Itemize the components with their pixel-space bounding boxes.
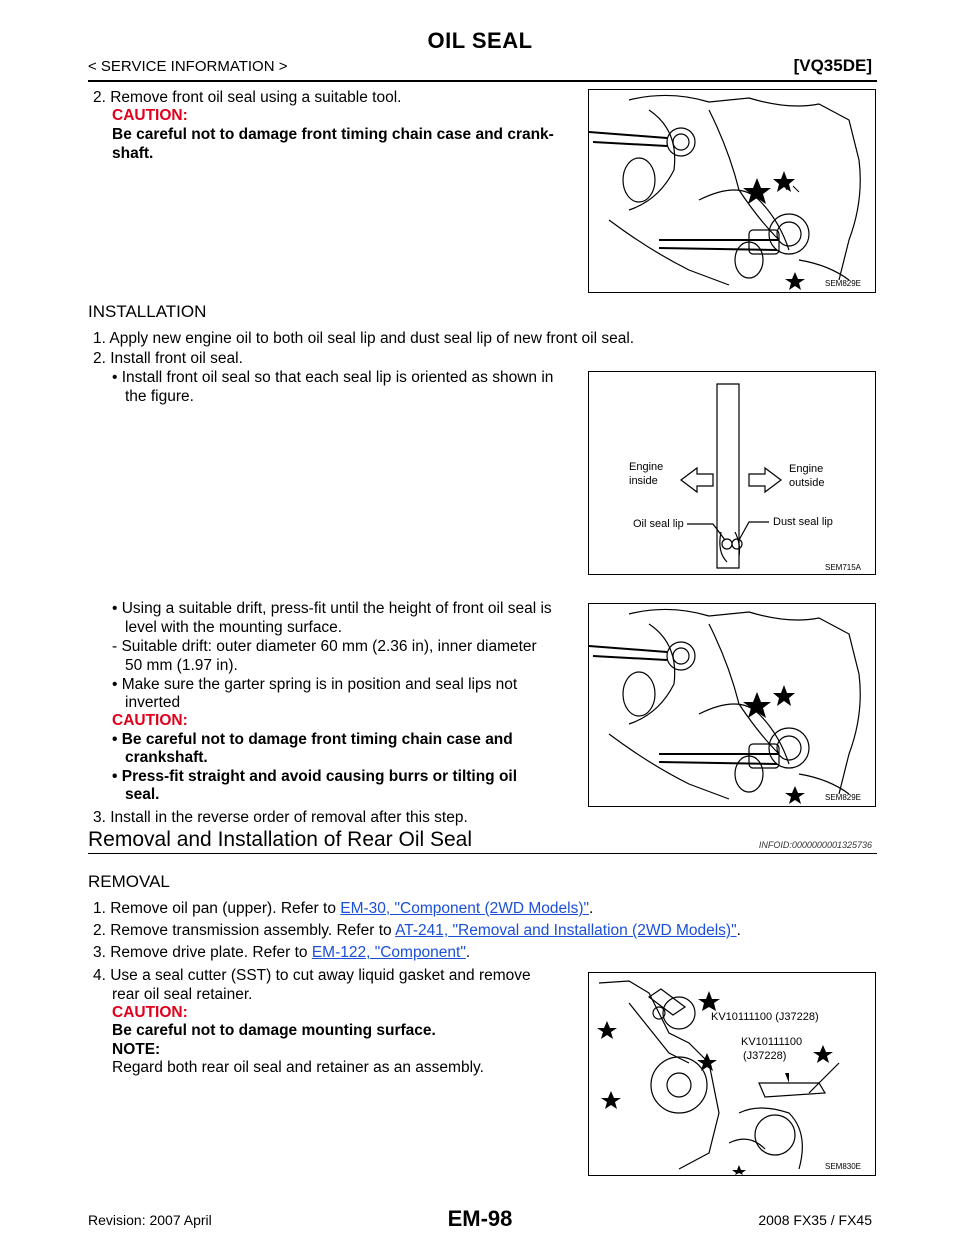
link-em-30[interactable]: EM-30, "Component (2WD Models)" [340, 900, 590, 917]
note-label: NOTE: [112, 1041, 161, 1058]
figure-4-code: SEM830E [825, 1162, 861, 1171]
rear-section-heading: Removal and Installation of Rear Oil Sea… [88, 828, 473, 851]
rear-step-3-suffix: . [465, 944, 471, 961]
label-oil-seal-lip: Oil seal lip [633, 518, 684, 530]
figure-seal-lip-orientation: Engine inside Engine outside Oil seal li… [588, 371, 876, 575]
install-dash-1a: - Suitable drift: outer diameter 60 mm (… [112, 638, 537, 655]
link-em-122[interactable]: EM-122, "Component" [311, 944, 466, 961]
rear-step-3-text: 3. Remove drive plate. Refer to [93, 944, 312, 961]
rear-caution-label: CAUTION: [112, 1004, 188, 1021]
install-caution-b2b: seal. [125, 786, 160, 803]
rear-step-2-text: 2. Remove transmission assembly. Refer t… [93, 922, 396, 939]
engine-code: [VQ35DE] [793, 56, 872, 75]
engine-illustration-1: SEM829E [588, 94, 861, 290]
tool-label-2a: KV10111100 [741, 1036, 802, 1048]
seal-cutter-illustration: KV10111100 (J37228) KV10111100 (J37228) … [597, 980, 861, 1175]
figure-2-code: SEM715A [825, 563, 862, 572]
install-bullet-1b: the figure. [125, 388, 194, 405]
rear-step-2: 2. Remove transmission assembly. Refer t… [93, 921, 878, 940]
install-bullet-3b: inverted [125, 694, 181, 711]
footer-model: 2008 FX35 / FX45 [758, 1212, 872, 1228]
seal-lip-diagram: Engine inside Engine outside Oil seal li… [629, 383, 862, 572]
install-caution-b1a: • Be careful not to damage front timing … [112, 731, 513, 748]
install-caution-b2a: • Press-fit straight and avoid causing b… [112, 768, 518, 785]
install-dash-1b: 50 mm (1.97 in). [125, 657, 238, 674]
figure-front-seal-install: SEM829E [588, 603, 876, 807]
removal-heading: REMOVAL [88, 872, 170, 891]
label-dust-seal-lip: Dust seal lip [773, 516, 833, 528]
caution-label: CAUTION: [112, 107, 188, 124]
removal-step-2: 2. Remove front oil seal using a suitabl… [93, 89, 402, 106]
engine-illustration-2: SEM829E [588, 608, 861, 804]
header-rule [88, 80, 877, 82]
label-engine-inside-1: Engine [629, 461, 663, 473]
page-number: EM-98 [447, 1206, 513, 1231]
label-engine-outside-1: Engine [789, 463, 823, 475]
install-step-3: 3. Install in the reverse order of remov… [93, 809, 468, 826]
figure-front-seal-removal: SEM829E [588, 89, 876, 293]
installation-heading: INSTALLATION [88, 302, 207, 321]
install-caution-label: CAUTION: [112, 712, 188, 729]
section-rule [88, 853, 877, 854]
label-engine-outside-2: outside [789, 477, 824, 489]
rear-step-1-text: 1. Remove oil pan (upper). Refer to [93, 900, 341, 917]
rear-step-1: 1. Remove oil pan (upper). Refer to EM-3… [93, 899, 878, 918]
label-engine-inside-2: inside [629, 475, 658, 487]
install-caution-b1b: crankshaft. [125, 749, 208, 766]
caution-text-1: Be careful not to damage front timing ch… [112, 126, 554, 143]
caution-text-2: shaft. [112, 145, 154, 162]
rear-step-2-suffix: . [736, 922, 741, 939]
install-bullet-2b: level with the mounting surface. [125, 619, 343, 636]
figure-rear-seal-removal: KV10111100 (J37228) KV10111100 (J37228) … [588, 972, 876, 1176]
link-at-241[interactable]: AT-241, "Removal and Installation (2WD M… [395, 922, 737, 939]
figure-1-code: SEM829E [825, 279, 861, 288]
info-id: INFOID:0000000001325736 [758, 840, 872, 850]
install-bullet-2a: • Using a suitable drift, press-fit unti… [112, 600, 552, 617]
section-label: < SERVICE INFORMATION > [88, 58, 288, 75]
note-text: Regard both rear oil seal and retainer a… [112, 1059, 484, 1076]
install-step-2: 2. Install front oil seal. [93, 350, 243, 367]
tool-label-2b: (J37228) [743, 1050, 786, 1062]
rear-step-4a: 4. Use a seal cutter (SST) to cut away l… [93, 967, 531, 984]
figure-3-code: SEM829E [825, 793, 861, 802]
page-title: OIL SEAL [427, 28, 533, 53]
install-bullet-3a: • Make sure the garter spring is in posi… [112, 676, 518, 693]
rear-step-4b: rear oil seal retainer. [112, 986, 253, 1003]
install-step-1: 1. Apply new engine oil to both oil seal… [93, 330, 635, 347]
rear-step-3: 3. Remove drive plate. Refer to EM-122, … [93, 943, 878, 962]
rear-step-1-suffix: . [589, 900, 594, 917]
tool-label-1: KV10111100 (J37228) [711, 1011, 819, 1023]
rear-caution-text: Be careful not to damage mounting surfac… [112, 1022, 436, 1039]
footer-revision: Revision: 2007 April [88, 1212, 212, 1228]
install-bullet-1a: • Install front oil seal so that each se… [112, 369, 554, 386]
